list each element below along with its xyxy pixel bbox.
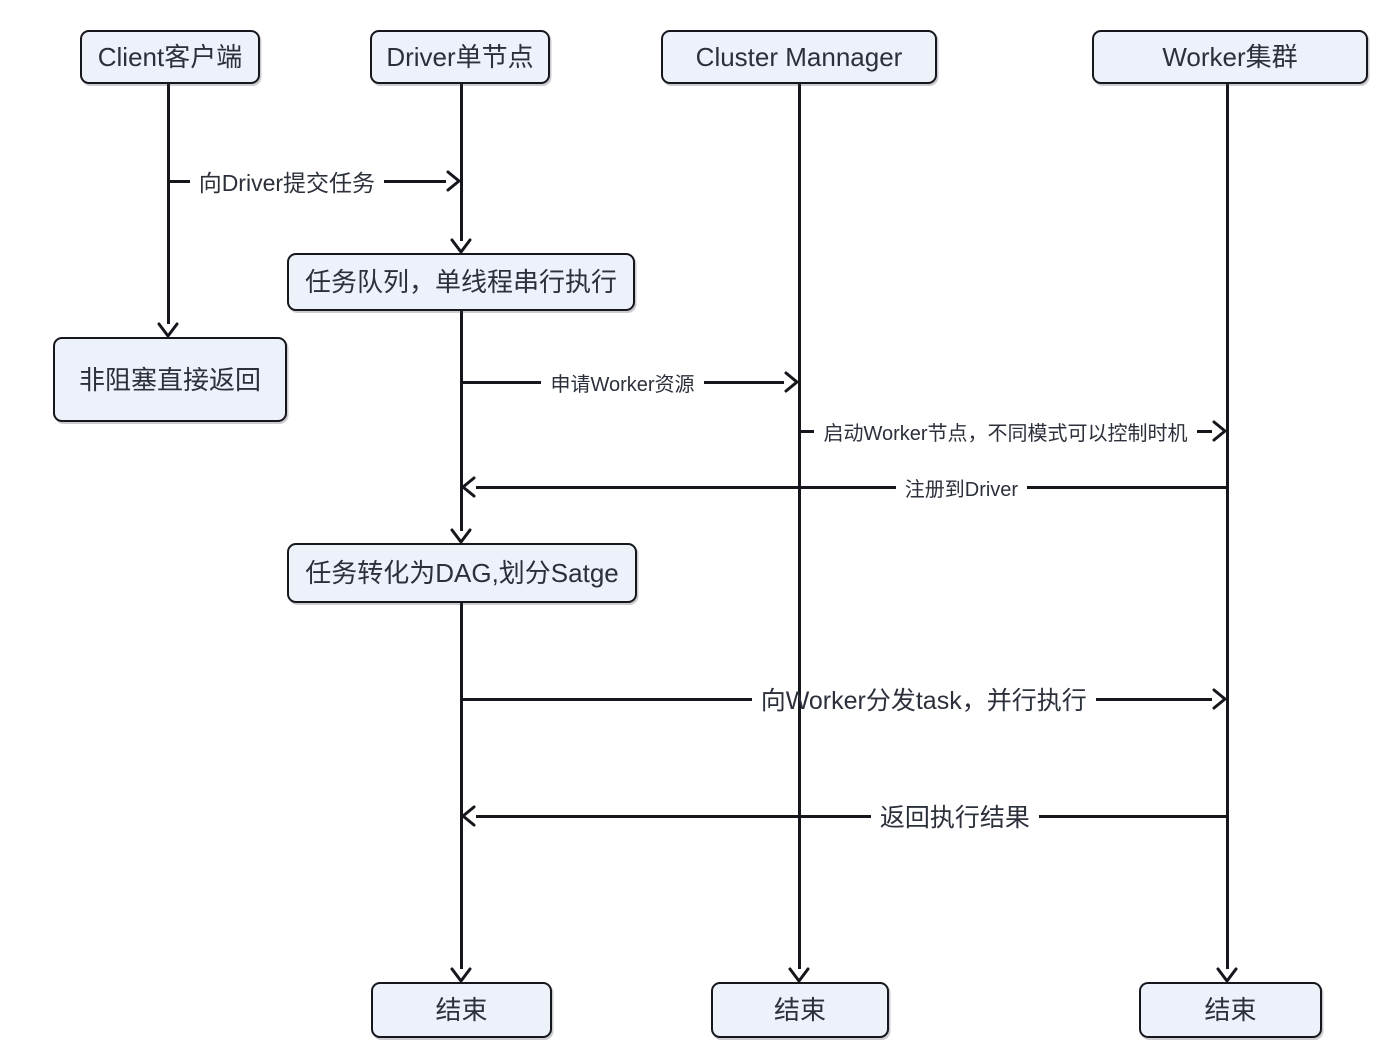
- arrowhead-right-icon: [446, 170, 461, 192]
- arrowhead-right-icon: [784, 371, 799, 393]
- message-line: [703, 380, 784, 384]
- process-box-nonblocking-return: 非阻塞直接返回: [53, 337, 287, 422]
- message-register-to-driver: 注册到Driver: [461, 470, 1227, 504]
- arrowhead-right-icon: [1212, 688, 1227, 710]
- lifeline-worker: [1225, 84, 1229, 969]
- lifeline-driver-segment-1: [459, 84, 463, 241]
- lifeline-driver-segment-2: [459, 311, 463, 531]
- message-label: 返回执行结果: [879, 804, 1030, 832]
- message-line: [476, 485, 896, 489]
- message-line: [1196, 429, 1212, 433]
- end-box-worker: 结束: [1139, 982, 1322, 1038]
- message-label: 注册到Driver: [904, 478, 1019, 501]
- arrowhead-right-icon: [1212, 420, 1227, 442]
- message-label: 向Worker分发task，并行执行: [760, 687, 1087, 715]
- message-dispatch-tasks: 向Worker分发task，并行执行: [461, 682, 1227, 716]
- actor-box-worker: Worker集群: [1092, 30, 1368, 84]
- message-label: 申请Worker资源: [550, 373, 695, 396]
- message-label: 向Driver提交任务: [198, 170, 376, 196]
- actor-box-cluster-manager: Cluster Mannager: [661, 30, 937, 84]
- message-label: 启动Worker节点，不同模式可以控制时机: [823, 422, 1188, 445]
- message-start-worker-nodes: 启动Worker节点，不同模式可以控制时机: [799, 414, 1227, 448]
- process-box-dag-stage: 任务转化为DAG,划分Satge: [287, 543, 637, 603]
- message-request-worker-resources: 申请Worker资源: [461, 365, 799, 399]
- message-line: [1027, 485, 1227, 489]
- message-line: [1038, 814, 1227, 818]
- lifeline-driver-segment-3: [459, 603, 463, 969]
- lifeline-client: [166, 84, 170, 324]
- message-line: [384, 179, 446, 183]
- lifeline-cluster-manager: [797, 84, 801, 969]
- end-box-driver: 结束: [371, 982, 552, 1038]
- arrowhead-left-icon: [461, 805, 476, 827]
- message-line: [1095, 697, 1212, 701]
- message-line: [799, 429, 815, 433]
- end-box-cluster-manager: 结束: [711, 982, 889, 1038]
- message-submit-task: 向Driver提交任务: [168, 164, 461, 198]
- message-line: [476, 814, 871, 818]
- arrowhead-down-icon: [449, 967, 473, 988]
- message-line: [461, 380, 542, 384]
- arrowhead-down-icon: [1215, 967, 1239, 988]
- actor-box-client: Client客户端: [80, 30, 260, 84]
- actor-box-driver: Driver单节点: [370, 30, 550, 84]
- arrowhead-down-icon: [787, 967, 811, 988]
- message-return-results: 返回执行结果: [461, 799, 1227, 833]
- arrowhead-down-icon: [449, 238, 473, 259]
- message-line: [461, 697, 752, 701]
- message-line: [168, 179, 190, 183]
- process-box-task-queue: 任务队列，单线程串行执行: [287, 253, 635, 311]
- arrowhead-down-icon: [449, 528, 473, 549]
- arrowhead-down-icon: [156, 322, 180, 343]
- arrowhead-left-icon: [461, 476, 476, 498]
